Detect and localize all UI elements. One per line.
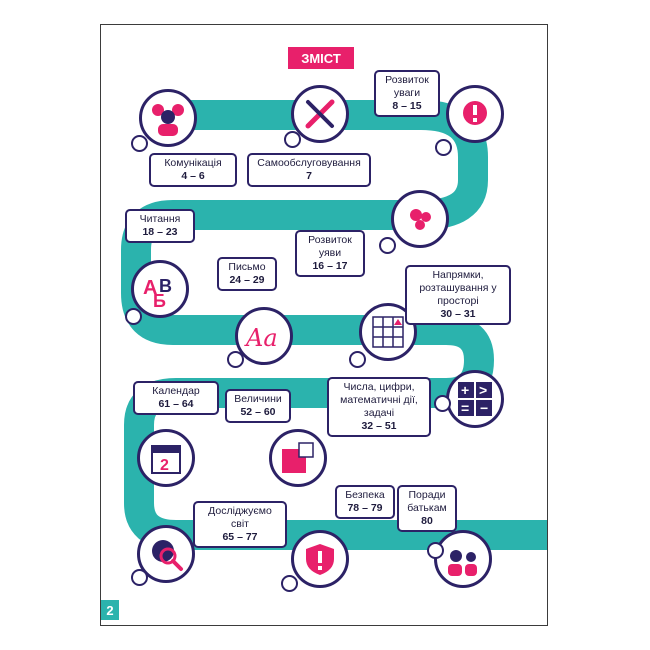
section-node-parents[interactable] bbox=[434, 530, 492, 588]
section-card-attention[interactable]: Розвиток уваги 8 – 15 bbox=[374, 70, 440, 117]
section-pages: 4 – 6 bbox=[181, 170, 205, 182]
section-card-calendar[interactable]: Календар 61 – 64 bbox=[133, 381, 219, 415]
squares-size-icon bbox=[282, 442, 314, 473]
section-node-reading[interactable]: А В Б bbox=[131, 260, 189, 318]
section-node-self-care[interactable] bbox=[291, 85, 349, 143]
svg-text:−: − bbox=[480, 400, 488, 416]
node-marker bbox=[284, 131, 301, 148]
children-icon bbox=[152, 104, 184, 136]
svg-text:>: > bbox=[479, 382, 487, 398]
section-node-imagination[interactable] bbox=[391, 190, 449, 248]
svg-text:А: А bbox=[143, 277, 157, 299]
section-title: Розвиток уваги bbox=[385, 74, 429, 99]
section-card-safety[interactable]: Безпека 78 – 79 bbox=[335, 485, 395, 519]
section-pages: 24 – 29 bbox=[229, 274, 265, 286]
section-card-numbers[interactable]: Числа, цифри, математичні дії, задачі 32… bbox=[327, 377, 431, 437]
section-card-world[interactable]: Досліджуємо світ 65 – 77 bbox=[193, 501, 287, 548]
node-marker bbox=[227, 351, 244, 368]
section-pages: 78 – 79 bbox=[347, 502, 383, 514]
section-title: Безпека bbox=[345, 489, 385, 501]
section-pages: 80 bbox=[421, 515, 433, 527]
section-node-writing[interactable]: Aa bbox=[235, 307, 293, 365]
letters-abv-icon: А В Б bbox=[143, 276, 172, 308]
svg-text:2: 2 bbox=[160, 457, 169, 474]
section-card-directions[interactable]: Напрямки, розташування у просторі 30 – 3… bbox=[405, 265, 511, 325]
section-title: Напрямки, розташування у просторі bbox=[419, 269, 497, 307]
section-node-calendar[interactable]: 2 bbox=[137, 429, 195, 487]
section-title: Комунікація bbox=[164, 157, 222, 169]
node-marker bbox=[434, 395, 451, 412]
section-card-magnitudes[interactable]: Величини 52 – 60 bbox=[225, 389, 291, 423]
section-pages: 65 – 77 bbox=[222, 531, 258, 543]
shield-warning-icon bbox=[306, 544, 334, 575]
parent-child-chat-icon bbox=[448, 550, 477, 576]
section-title: Величини bbox=[234, 393, 282, 405]
section-title: Календар bbox=[152, 385, 200, 397]
section-card-parents[interactable]: Поради батькам 80 bbox=[397, 485, 457, 532]
section-pages: 8 – 15 bbox=[392, 100, 422, 112]
svg-text:+: + bbox=[461, 382, 469, 398]
section-pages: 7 bbox=[306, 170, 312, 182]
section-pages: 16 – 17 bbox=[312, 260, 348, 272]
math-operations-icon: + > = − bbox=[458, 382, 492, 416]
node-marker bbox=[379, 237, 396, 254]
head-imagination-icon bbox=[410, 209, 431, 230]
section-card-imagination[interactable]: Розвиток уяви 16 – 17 bbox=[295, 230, 365, 277]
section-node-communication[interactable] bbox=[139, 89, 197, 147]
section-node-attention[interactable] bbox=[446, 85, 504, 143]
section-title: Поради батькам bbox=[407, 489, 447, 514]
section-pages: 30 – 31 bbox=[440, 308, 476, 320]
page-title: ЗМІСТ bbox=[288, 47, 354, 69]
section-title: Самообслуговування bbox=[257, 157, 361, 169]
svg-text:Aa: Aa bbox=[244, 324, 278, 352]
section-card-self-care[interactable]: Самообслуговування 7 bbox=[247, 153, 371, 187]
handwriting-icon: Aa bbox=[244, 324, 278, 352]
section-title: Читання bbox=[139, 213, 181, 225]
contents-page: ЗМІСТ Комунікація 4 – 6 Самообслуговуван… bbox=[100, 24, 548, 626]
svg-text:Б: Б bbox=[153, 291, 166, 308]
section-card-communication[interactable]: Комунікація 4 – 6 bbox=[149, 153, 237, 187]
node-marker bbox=[427, 542, 444, 559]
grid-direction-icon bbox=[372, 316, 404, 348]
section-title: Числа, цифри, математичні дії, задачі bbox=[340, 381, 418, 419]
comb-toothbrush-icon bbox=[305, 99, 335, 129]
section-card-reading[interactable]: Читання 18 – 23 bbox=[125, 209, 195, 243]
head-attention-icon bbox=[463, 101, 487, 125]
section-title: Розвиток уяви bbox=[308, 234, 352, 259]
node-marker bbox=[349, 351, 366, 368]
svg-text:В: В bbox=[159, 276, 172, 296]
section-pages: 52 – 60 bbox=[240, 406, 276, 418]
section-node-magnitudes[interactable] bbox=[269, 429, 327, 487]
section-title: Досліджуємо світ bbox=[208, 505, 272, 530]
node-marker bbox=[131, 569, 148, 586]
section-card-writing[interactable]: Письмо 24 – 29 bbox=[217, 257, 277, 291]
section-node-numbers[interactable]: + > = − bbox=[446, 370, 504, 428]
node-marker bbox=[435, 139, 452, 156]
section-pages: 32 – 51 bbox=[361, 420, 397, 432]
section-title: Письмо bbox=[228, 261, 266, 273]
node-marker bbox=[125, 308, 142, 325]
page-number: 2 bbox=[101, 600, 119, 620]
calendar-icon: 2 bbox=[151, 445, 181, 474]
section-pages: 18 – 23 bbox=[142, 226, 178, 238]
section-pages: 61 – 64 bbox=[158, 398, 194, 410]
node-marker bbox=[131, 135, 148, 152]
globe-magnifier-icon bbox=[152, 540, 183, 571]
section-node-safety[interactable] bbox=[291, 530, 349, 588]
svg-text:=: = bbox=[461, 400, 469, 416]
node-marker bbox=[281, 575, 298, 592]
